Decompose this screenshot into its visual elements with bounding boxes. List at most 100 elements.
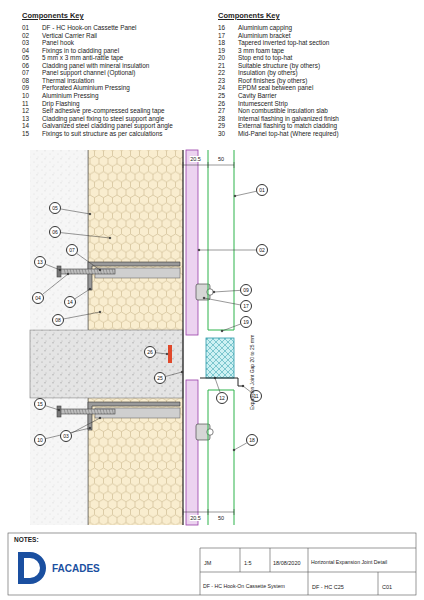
- callout-text: 03: [63, 434, 69, 439]
- key-text: Insulation (by others): [238, 69, 298, 76]
- key-heading: Components Key: [218, 12, 280, 20]
- leader-line: [61, 209, 90, 214]
- leader-line: [204, 298, 240, 305]
- key-text: Mid-Panel top-hat (Where required): [238, 130, 339, 137]
- key-number: 10: [22, 92, 29, 99]
- callout-text: 02: [259, 248, 265, 253]
- callout-text: 14: [67, 300, 73, 305]
- dimension: 20.5: [189, 156, 202, 162]
- callout-number: 04: [32, 292, 44, 304]
- callout-text: 09: [243, 288, 249, 293]
- callout-number: 06: [49, 226, 61, 238]
- leader-line: [156, 353, 167, 354]
- key-text: Internal flashing in galvanized finish: [238, 115, 339, 122]
- table-cell: DF - HC C25: [312, 584, 344, 590]
- carrier-rail: [186, 150, 198, 335]
- cassette-panel: [208, 150, 234, 525]
- expansion-joint: [206, 338, 234, 378]
- key-text: DF - HC Hook-on Cassette Panel: [42, 24, 136, 31]
- key-number: 09: [22, 84, 29, 91]
- key-number: 21: [218, 62, 225, 69]
- key-number: 05: [22, 54, 29, 61]
- key-number: 27: [218, 107, 225, 114]
- structure-slab: [30, 330, 183, 398]
- key-text: EPDM seal between panel: [238, 84, 313, 91]
- callout-number: 17: [240, 300, 252, 312]
- company-name: FACADES: [52, 563, 100, 574]
- callout-number: 05: [49, 202, 61, 214]
- key-number: 13: [22, 115, 29, 122]
- callout-number: 07: [66, 244, 78, 256]
- callout-text: 15: [37, 402, 43, 407]
- key-text: Aluminium capping: [238, 24, 292, 31]
- key-text: Tapered inverted top-hat section: [238, 39, 329, 46]
- key-number: 01: [22, 24, 29, 31]
- key-number: 28: [218, 115, 225, 122]
- key-number: 02: [22, 32, 29, 39]
- leader-line: [222, 324, 240, 331]
- callout-number: 03: [60, 430, 72, 442]
- callout-number: 02: [256, 244, 268, 256]
- key-number: 29: [218, 122, 225, 129]
- key-text: Roof finishes (by others): [238, 77, 307, 84]
- table-cell: 18/08/2020: [273, 560, 301, 566]
- dimension: 20.5: [189, 515, 202, 521]
- dimension: 50: [217, 156, 225, 162]
- key-text: External flashing to match cladding: [238, 122, 337, 129]
- key-number: 15: [22, 130, 29, 137]
- table-cell: Horizontal Expansion Joint Detail: [311, 560, 387, 566]
- key-text: Aluminium bracket: [238, 32, 291, 39]
- leader-line: [77, 253, 100, 270]
- callout-number: 01: [256, 184, 268, 196]
- callout-text: 17: [243, 304, 249, 309]
- table-cell: DF - HC Hook-On Cassette System: [203, 584, 285, 590]
- table-cell: JM: [204, 560, 211, 566]
- callout-text: 05: [52, 206, 58, 211]
- key-number: 24: [218, 84, 225, 91]
- key-number: 18: [218, 39, 225, 46]
- callout-text: 13: [37, 260, 43, 265]
- callout-text: 01: [259, 188, 265, 193]
- leader-line: [43, 274, 68, 294]
- key-text: Self adhesive pre-compressed sealing tap…: [42, 107, 165, 114]
- table-cell: C01: [382, 584, 392, 590]
- key-number: 03: [22, 39, 29, 46]
- callout-text: 08: [55, 318, 61, 323]
- key-text: Drip Flashing: [42, 100, 80, 107]
- key-text: Suitable structure (by others): [238, 62, 320, 69]
- key-number: 22: [218, 69, 225, 76]
- leader-line: [214, 290, 240, 292]
- callout-number: 08: [52, 314, 64, 326]
- dimension: 50: [217, 515, 225, 521]
- callout-number: 14: [64, 296, 76, 308]
- logo-mark: [18, 552, 46, 584]
- key-heading: Components Key: [22, 12, 84, 20]
- key-number: 04: [22, 47, 29, 54]
- leader-line: [166, 372, 182, 376]
- leader-line: [199, 250, 256, 251]
- key-number: 11: [22, 100, 29, 107]
- callout-text: 12: [219, 396, 225, 401]
- callout-text: 18: [249, 438, 255, 443]
- callout-number: 18: [246, 434, 258, 446]
- key-number: 14: [22, 122, 29, 129]
- callout-number: 15: [34, 398, 46, 410]
- key-number: 26: [218, 100, 225, 107]
- fixing-bolt: [57, 266, 115, 417]
- mineral-insulation: [88, 398, 183, 525]
- callout-text: 26: [147, 350, 153, 355]
- callout-number: 25: [154, 372, 166, 384]
- key-number: 30: [218, 130, 225, 137]
- key-text: Aluminium Pressing: [42, 92, 98, 99]
- table-cell: 1:5: [244, 560, 252, 566]
- key-text: Fixings to suit structure as per calcula…: [42, 130, 162, 137]
- key-text: Non combustible insulation slab: [238, 107, 328, 114]
- key-text: Panel support channel (Optional): [42, 69, 135, 76]
- leader-line: [235, 191, 256, 196]
- key-number: 06: [22, 62, 29, 69]
- key-number: 19: [218, 47, 225, 54]
- title-block: [8, 533, 416, 595]
- leader-line: [46, 264, 60, 270]
- key-text: Cladding panel with mineral insulation: [42, 62, 149, 69]
